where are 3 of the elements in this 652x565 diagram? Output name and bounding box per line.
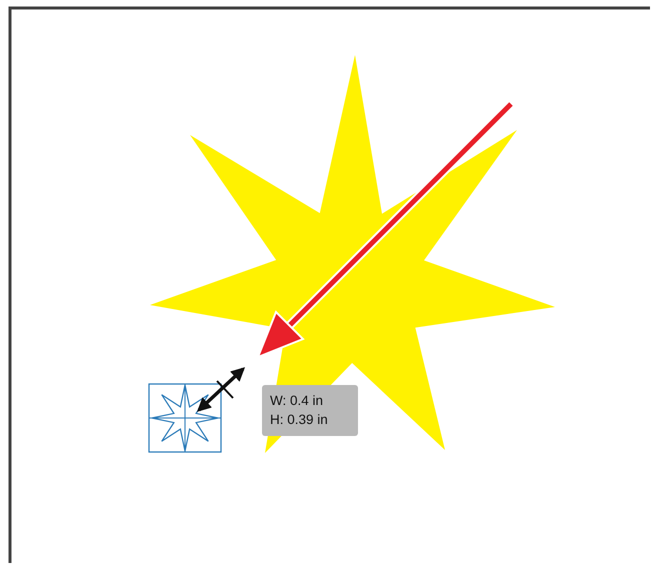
dimension-readout: W: 0.4 in: [270, 392, 324, 410]
dimension-readout: H: 0.39 in: [270, 411, 329, 429]
size-tooltip: [262, 385, 358, 436]
